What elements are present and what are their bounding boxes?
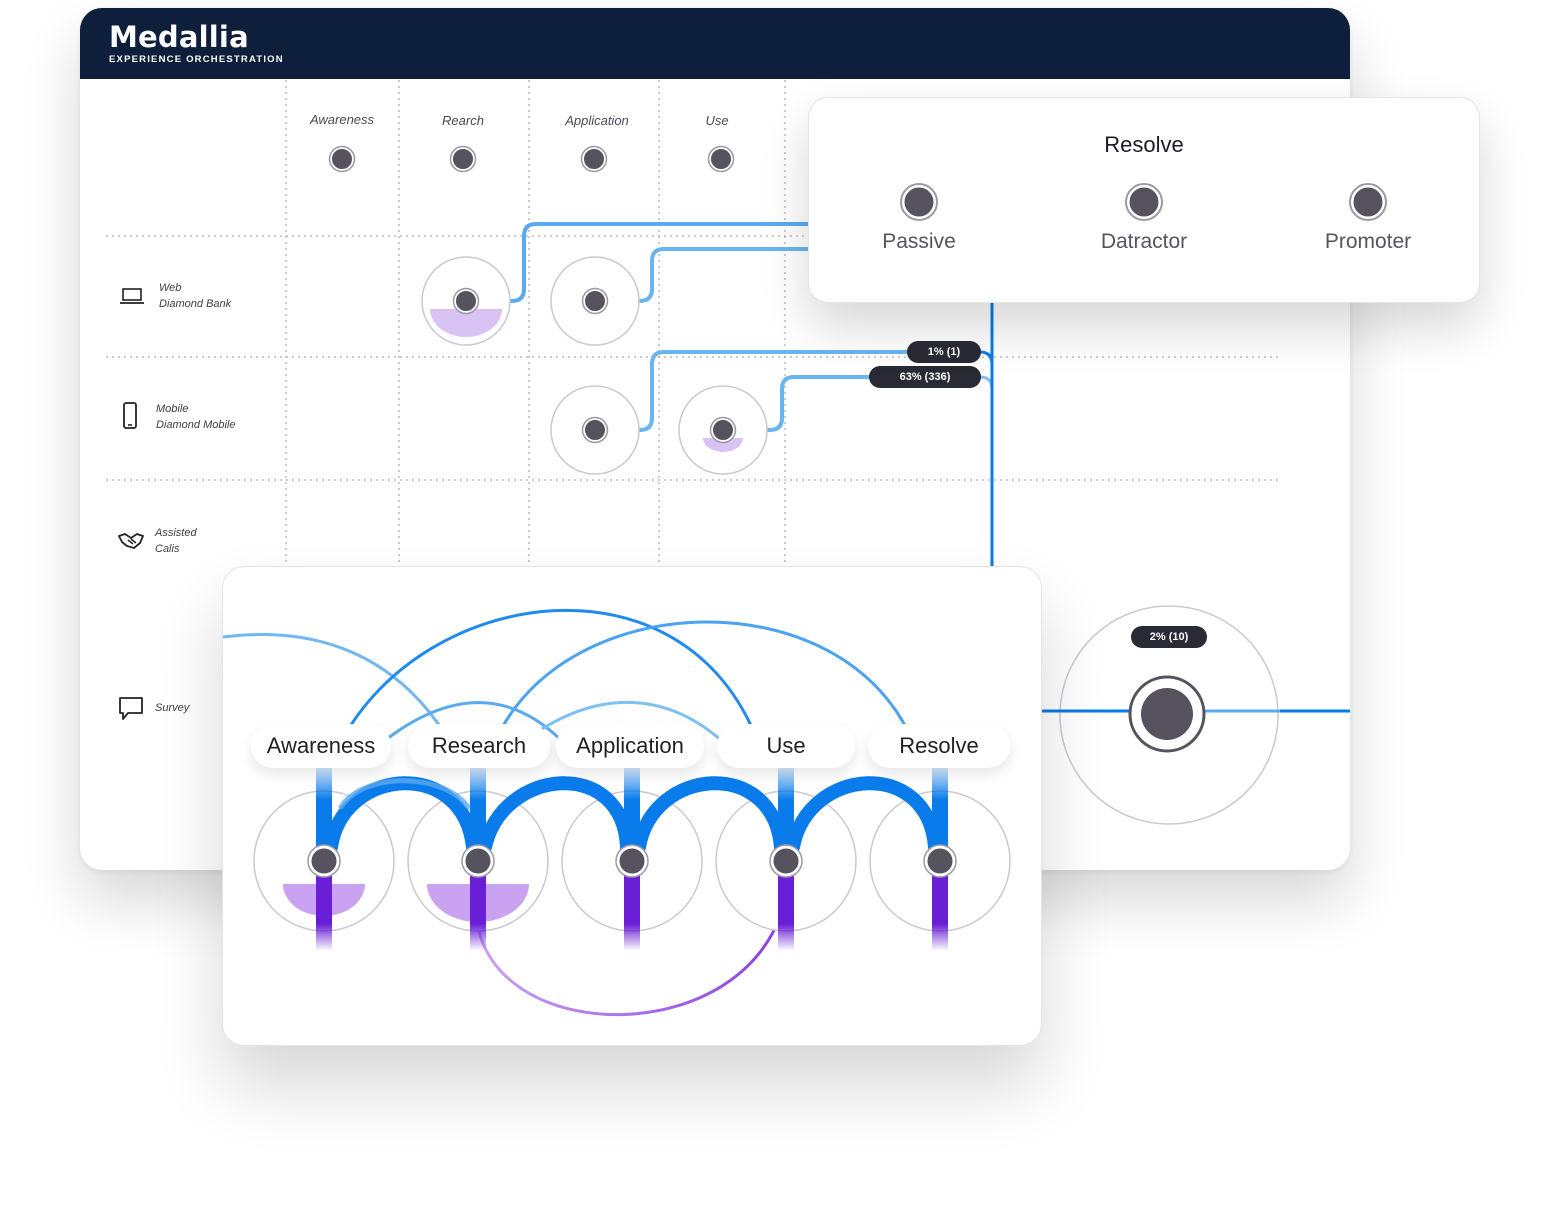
journey-stage-awareness[interactable]: Awareness (251, 724, 391, 768)
grid-stage-use: Use (705, 113, 729, 128)
channel-survey-label: Survey (155, 702, 190, 714)
app-header: Medallia EXPERIENCE ORCHESTRATION (80, 8, 1350, 79)
chat-bubble-icon (119, 697, 143, 720)
channel-assisted-label: Assisted Calis (155, 527, 197, 555)
journey-grid-canvas (106, 80, 1350, 870)
score-promoter: Promoter (1324, 230, 1412, 253)
grid-node-mobile-use (678, 385, 768, 475)
laptop-icon (120, 288, 144, 304)
channel-mobile-label: Mobile Diamond Mobile (156, 403, 236, 431)
grid-stage-application: Application (565, 113, 629, 128)
journey-stage-application[interactable]: Application (556, 724, 704, 768)
flow-badge-web: 1% (1) (907, 341, 981, 363)
journey-stage-resolve[interactable]: Resolve (868, 724, 1010, 768)
brand-subtitle: EXPERIENCE ORCHESTRATION (109, 54, 284, 65)
grid-stage-rearch: Rearch (442, 113, 484, 128)
flow-badge-mobile: 63% (336) (869, 366, 981, 388)
grid-node-web-application (550, 256, 640, 346)
channel-web-label: Web Diamond Bank (159, 282, 232, 310)
handshake-icon (118, 533, 144, 549)
journey-flow-panel: Awareness Research Application Use Resol… (222, 566, 1042, 1046)
resolve-score-panel: Resolve Passive Datractor Promoter (808, 97, 1480, 303)
stage-track-nodes (328, 145, 735, 173)
smartphone-icon (123, 402, 137, 429)
brand-logo: Medallia (109, 20, 249, 54)
journey-stage-research[interactable]: Research (408, 724, 550, 768)
grid-stage-awareness: Awareness (309, 112, 375, 127)
grid-node-mobile-application (550, 385, 640, 475)
grid-node-survey-resolve (1040, 605, 1280, 825)
score-passive: Passive (882, 230, 956, 253)
journey-stage-use[interactable]: Use (717, 724, 855, 768)
flow-badge-survey: 2% (10) (1131, 626, 1207, 648)
resolve-score-track (819, 183, 1464, 221)
resolve-title: Resolve (1104, 132, 1184, 157)
grid-node-web-rearch (421, 256, 511, 346)
journey-flow-canvas (223, 608, 1011, 1017)
score-datractor: Datractor (1100, 230, 1188, 253)
